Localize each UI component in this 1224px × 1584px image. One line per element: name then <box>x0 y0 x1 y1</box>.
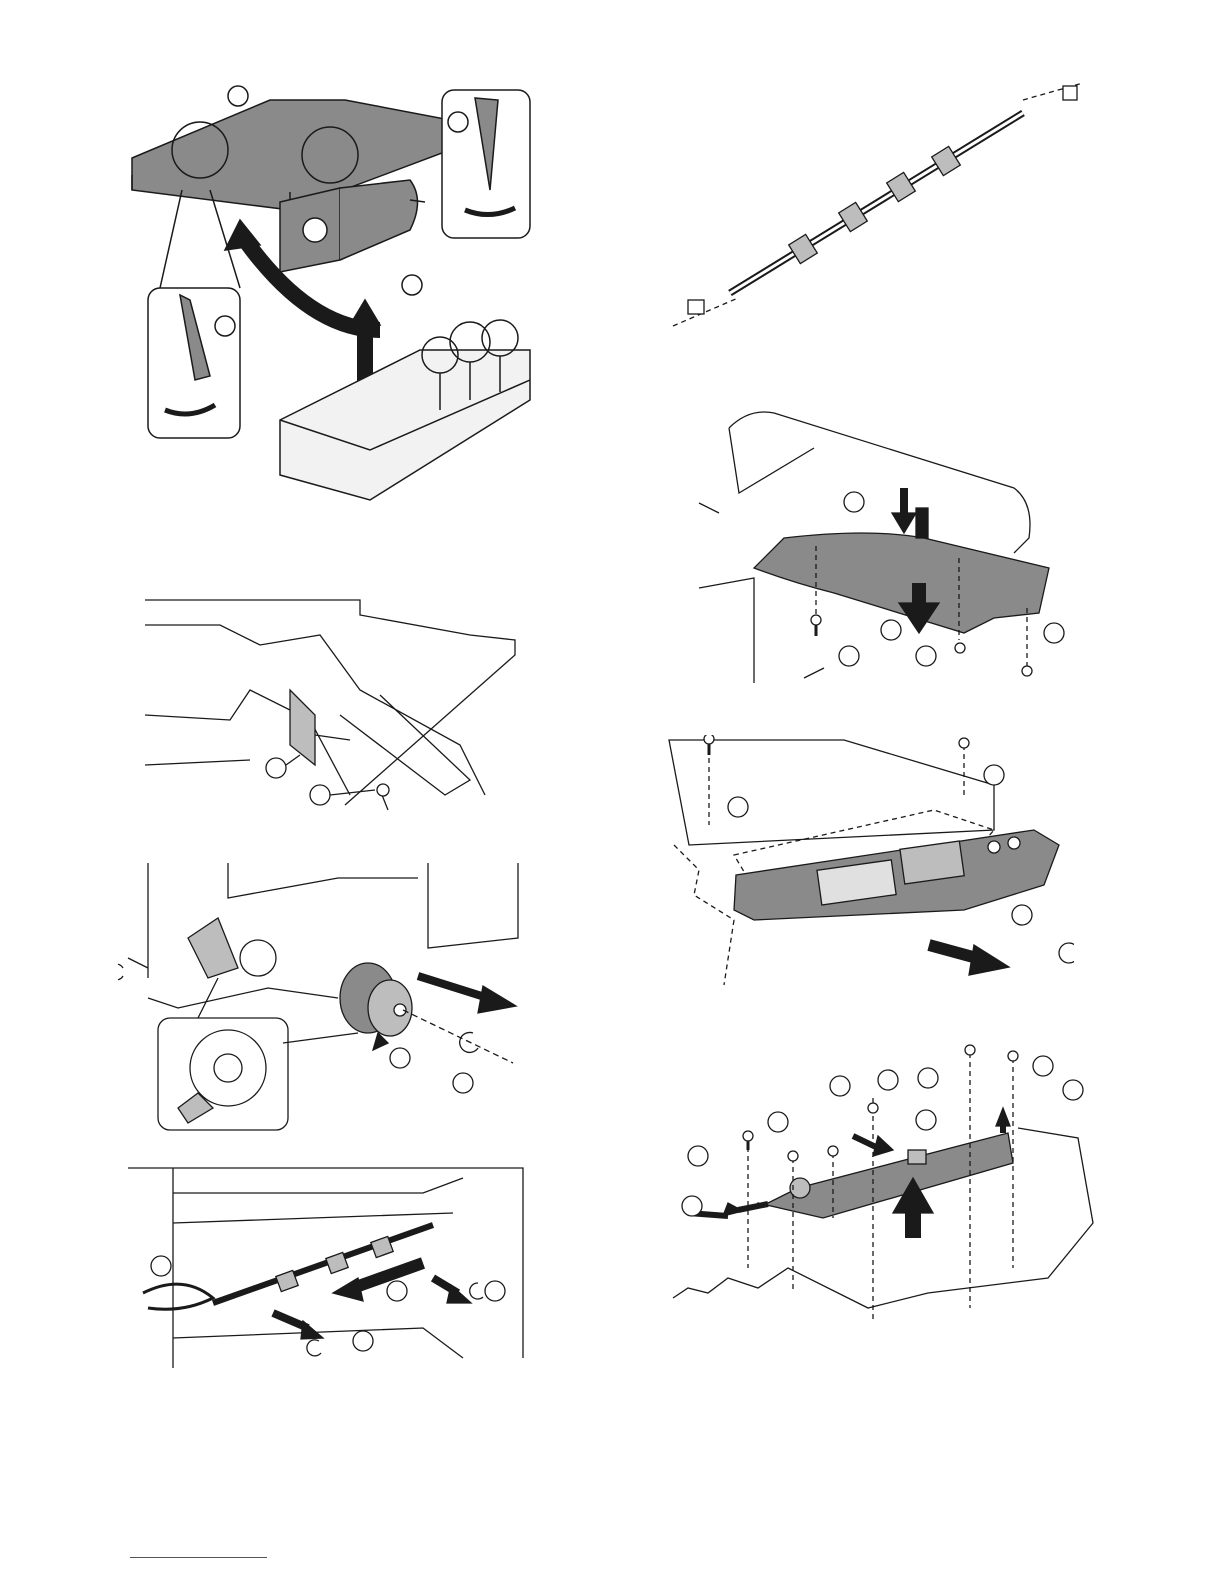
figure-long-roller-shaft <box>668 78 1088 338</box>
clutch-gear-illustration <box>118 858 528 1138</box>
roller-shaft-illustration <box>140 595 520 825</box>
roller-shaft-icon <box>290 690 315 765</box>
figure-roller-shaft-screw <box>140 595 520 825</box>
bushing-icon <box>688 300 704 314</box>
long-roller-shaft-illustration <box>668 78 1088 338</box>
pcb-board-illustration <box>668 1038 1098 1348</box>
gearbox-motor-illustration <box>120 80 550 520</box>
pull-arrow-icon <box>418 976 488 998</box>
operation-panel-illustration <box>664 735 1074 997</box>
figure-cover-plate <box>694 408 1074 688</box>
figure-feed-roller <box>123 1163 538 1373</box>
feed-roller-illustration <box>123 1163 538 1373</box>
footer-link-underline[interactable] <box>130 1557 267 1558</box>
cover-plate-icon <box>754 533 1049 633</box>
e-ring-icon <box>307 1340 321 1356</box>
figure-pcb-board <box>668 1038 1098 1348</box>
figure-operation-panel <box>664 735 1074 997</box>
figure-gearbox-motor <box>120 80 550 520</box>
figure-clutch-gear <box>118 858 528 1138</box>
cover-plate-illustration <box>694 408 1074 688</box>
